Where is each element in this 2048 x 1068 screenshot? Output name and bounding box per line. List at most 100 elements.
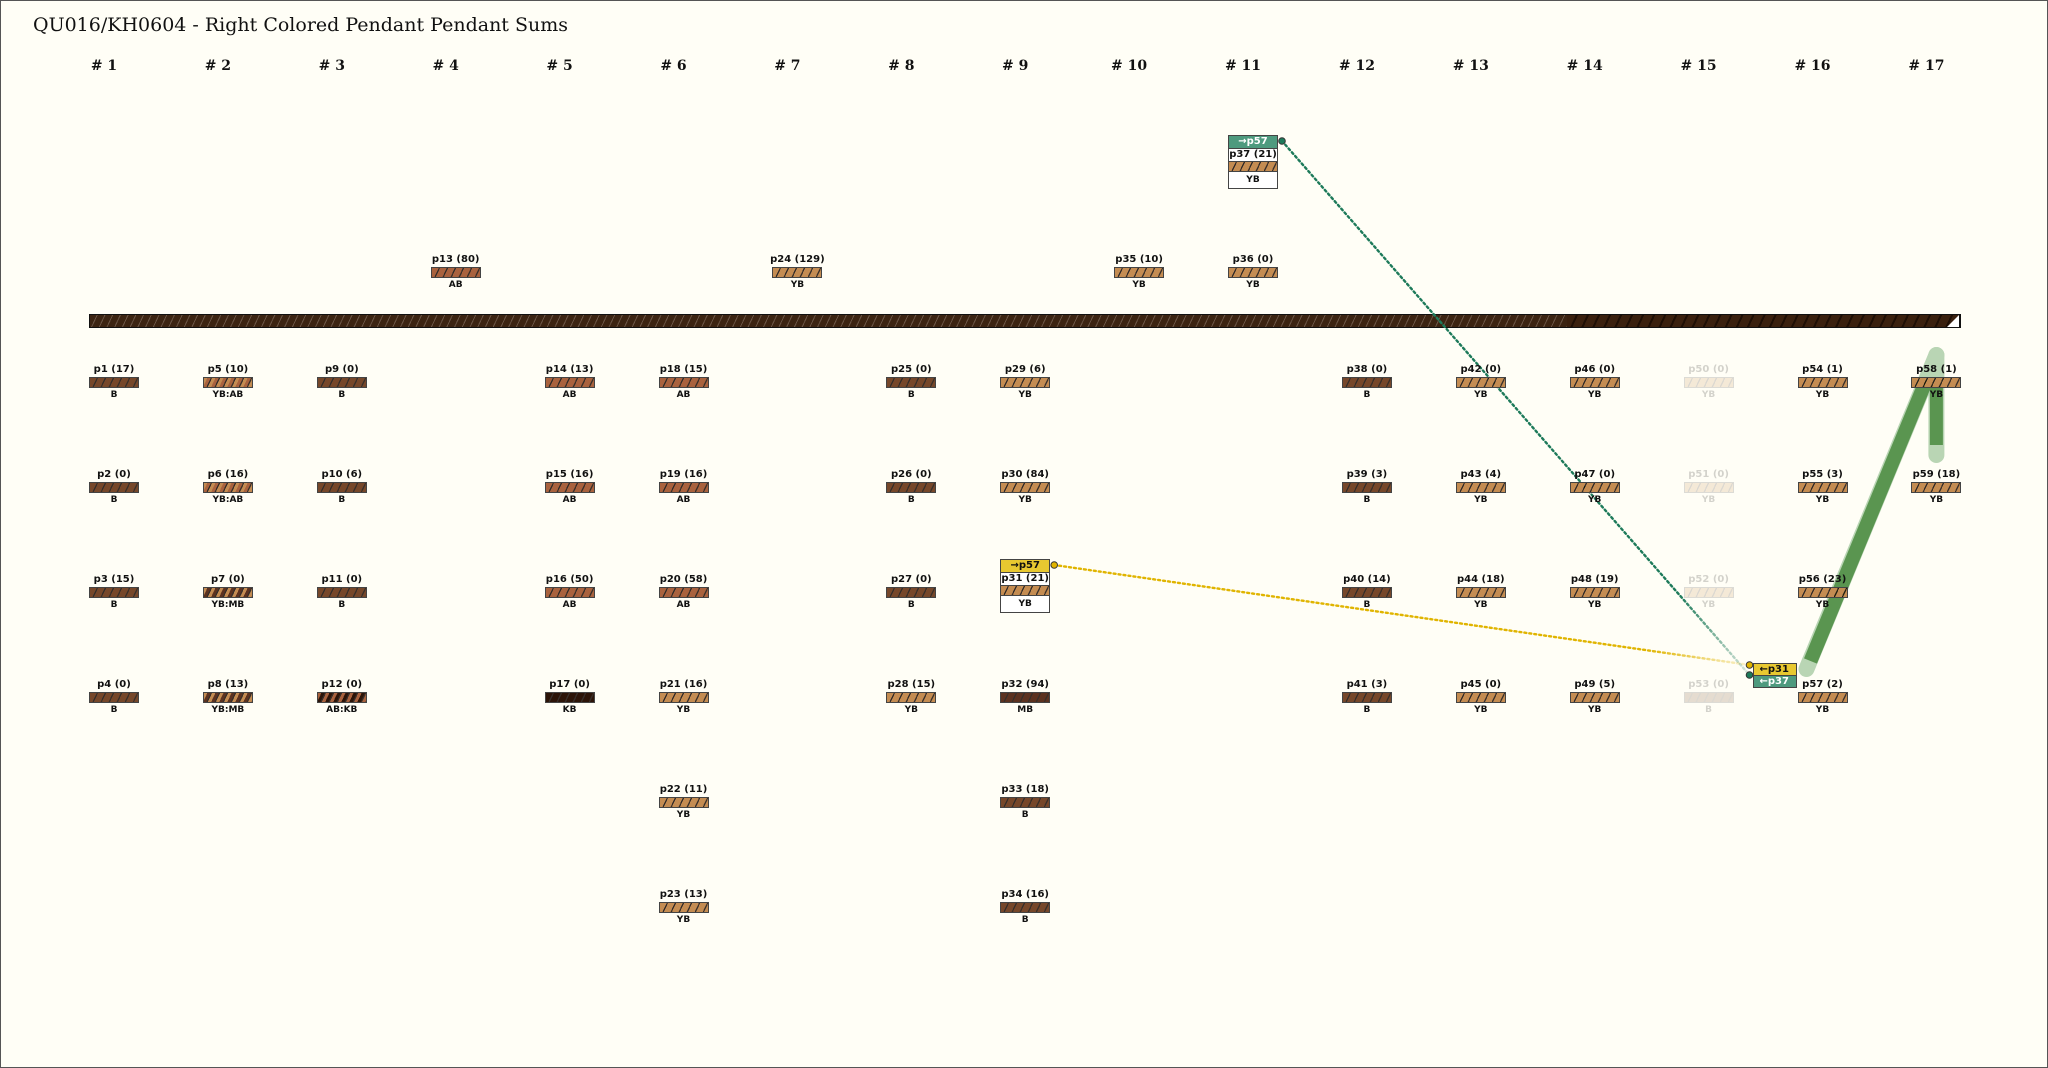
pendant-p5[interactable]: p5 (10)YB:AB [202,364,253,401]
pendant-p1[interactable]: p1 (17)B [89,364,139,401]
pendant-color-code: YB [1815,600,1830,610]
pendant-p45[interactable]: p45 (0)YB [1455,679,1506,716]
link-target-label[interactable]: →p57 [1229,136,1277,149]
pendant-p4[interactable]: p4 (0)B [89,679,139,716]
pendant-p49[interactable]: p49 (5)YB [1569,679,1620,716]
pendant-p36[interactable]: p36 (0)YB [1228,254,1278,291]
group-header: # 7 [774,58,801,74]
pendant-label: p46 (0) [1574,364,1616,375]
pendant-p15[interactable]: p15 (16)AB [544,469,595,506]
pendant-p12[interactable]: p12 (0)AB:KB [316,679,367,716]
pendant-p46[interactable]: p46 (0)YB [1569,364,1620,401]
pendant-color-bar [89,482,139,493]
pendant-color-code: AB:KB [326,705,358,715]
pendant-color-bar [1797,377,1848,388]
pendant-color-code: YB [676,915,691,925]
pendant-p29[interactable]: p29 (6)YB [1000,364,1051,401]
pendant-p30[interactable]: p30 (84) YB [1000,469,1051,506]
pendant-p42[interactable]: p42 (0)YB [1455,364,1506,401]
link-handle-p31[interactable] [1050,561,1058,569]
pendant-p21[interactable]: p21 (16)YB [658,679,709,716]
pendant-p32[interactable]: p32 (94)MB [1000,679,1051,716]
pendant-p52[interactable]: p52 (0)YB [1683,574,1734,611]
pendant-p35[interactable]: p35 (10)YB [1114,254,1165,291]
pendant-label: p30 (84) [1001,469,1049,480]
pendant-color-bar [1114,267,1165,278]
pendant-p43[interactable]: p43 (4)YB [1455,469,1506,506]
pendant-color-bar [316,482,367,493]
pendant-color-code: MB [1017,705,1034,715]
pendant-label: p21 (16) [659,679,708,690]
pendant-p44[interactable]: p44 (18)YB [1455,574,1506,611]
incoming-links-p57[interactable]: ←p31←p37 [1752,663,1797,688]
pendant-p53[interactable]: p53 (0)B [1683,679,1734,716]
pendant-p34[interactable]: p34 (16)B [1000,889,1051,926]
pendant-p13[interactable]: p13 (80)AB [430,254,481,291]
pendant-color-code: YB [1815,495,1830,505]
pendant-p6[interactable]: p6 (16)YB:AB [202,469,253,506]
link-target-label[interactable]: →p57 [1001,560,1050,573]
pendant-p9[interactable]: p9 (0)B [316,364,367,401]
pendant-label: p37 (21) [1229,149,1277,162]
incoming-link-label[interactable]: ←p37 [1753,676,1796,687]
pendant-p55[interactable]: p55 (3)YB [1797,469,1848,506]
pendant-color-bar [89,377,139,388]
pendant-color-code: B [1363,390,1371,400]
pendant-p18[interactable]: p18 (15)AB [658,364,709,401]
pendant-p22[interactable]: p22 (11)YB [658,784,709,821]
group-header: # 13 [1452,58,1489,74]
pendant-color-bar [1000,797,1051,808]
pendant-p58[interactable]: p58 (1)YB [1911,364,1962,401]
pendant-color-code: YB [1018,495,1032,505]
pendant-p11[interactable]: p11 (0)B [316,574,367,611]
pendant-p28[interactable]: p28 (15)YB [886,679,937,716]
pendant-p7[interactable]: p7 (0)YB:MB [202,574,253,611]
pendant-p25[interactable]: p25 (0)B [886,364,937,401]
pendant-p2[interactable]: p2 (0)B [89,469,139,506]
pendant-p20[interactable]: p20 (58)AB [658,574,709,611]
pendant-color-code: YB [1018,599,1032,609]
pendant-p41[interactable]: p41 (3)B [1341,679,1392,716]
pendant-color-bar [544,482,595,493]
pendant-p48[interactable]: p48 (19)YB [1569,574,1620,611]
pendant-p19[interactable]: p19 (16)AB [658,469,709,506]
incoming-link-label[interactable]: ←p31 [1753,664,1796,676]
pendant-p57[interactable]: p57 (2)YB [1797,679,1848,716]
pendant-label: p42 (0) [1460,364,1502,375]
pendant-color-bar [1455,692,1506,703]
pendant-p33[interactable]: p33 (18)B [1000,784,1051,821]
pendant-label: p23 (13) [659,889,708,900]
pendant-p54[interactable]: p54 (1)YB [1797,364,1848,401]
pendant-p51[interactable]: p51 (0)YB [1683,469,1734,506]
pendant-p26[interactable]: p26 (0)B [886,469,937,506]
pendant-p14[interactable]: p14 (13)AB [544,364,595,401]
group-header: # 6 [660,58,687,74]
pendant-label: p31 (21) [1001,573,1050,586]
pendant-color-code: YB [1929,495,1944,505]
pendant-color-bar [1000,482,1051,493]
group-header: # 5 [546,58,573,74]
pendant-color-bar [316,377,367,388]
pendant-p24[interactable]: p24 (129)YB [770,254,825,291]
pendant-p10[interactable]: p10 (6)B [316,469,367,506]
pendant-p38[interactable]: p38 (0)B [1341,364,1392,401]
page-title: QU016/KH0604 - Right Colored Pendant Pen… [33,14,568,36]
pendant-p56[interactable]: p56 (23)YB [1797,574,1848,611]
pendant-label: p17 (0) [549,679,590,690]
pendant-p50[interactable]: p50 (0)YB [1683,364,1734,401]
pendant-p27[interactable]: p27 (0)B [886,574,937,611]
pendant-p59[interactable]: p59 (18)YB [1911,469,1962,506]
pendant-color-bar [430,267,481,278]
pendant-p8[interactable]: p8 (13)YB:MB [202,679,253,716]
pendant-color-code: YB [1018,390,1032,400]
pendant-p40[interactable]: p40 (14)B [1341,574,1392,611]
pendant-p23[interactable]: p23 (13) YB [658,889,709,926]
pendant-p3[interactable]: p3 (15)B [89,574,139,611]
pendant-p39[interactable]: p39 (3)B [1341,469,1392,506]
link-handle-p37[interactable] [1278,137,1286,145]
pendant-p17[interactable]: p17 (0)KB [544,679,595,716]
pendant-p16[interactable]: p16 (50)AB [544,574,595,611]
pendant-p47[interactable]: p47 (0)YB [1569,469,1620,506]
